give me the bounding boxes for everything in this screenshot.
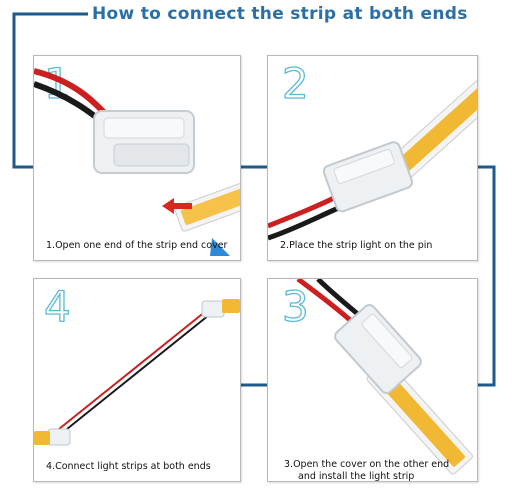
step-1-panel: 1 1.Open one end of the strip end cover [33,55,241,261]
step-1-illustration: 1 [34,58,240,256]
page-title: How to connect the strip at both ends [92,4,468,24]
step-3-caption-line2: and install the light strip [298,471,415,482]
step-2-illustration: 2 [268,58,477,241]
step-4-panel: 4 4.Connect light strips at both ends [33,278,241,482]
step-1-caption: 1.Open one end of the strip end cover [46,240,228,251]
step-2-numeral: 2 [282,59,309,108]
step-4-illustration: 4 [34,281,240,446]
step-4-numeral: 4 [44,282,71,331]
step-2-caption: 2.Place the strip light on the pin [280,240,433,251]
step-3-numeral: 3 [282,282,309,331]
step-4-caption: 4.Connect light strips at both ends [46,461,211,472]
step-2-panel: 2 2.Place the strip light on the pin [267,55,478,261]
step-3-panel: 3 3.Open the cover on the other end and … [267,278,478,482]
step-3-illustration: 3 [281,279,473,475]
step-3-caption-line1: 3.Open the cover on the other end [284,459,450,470]
